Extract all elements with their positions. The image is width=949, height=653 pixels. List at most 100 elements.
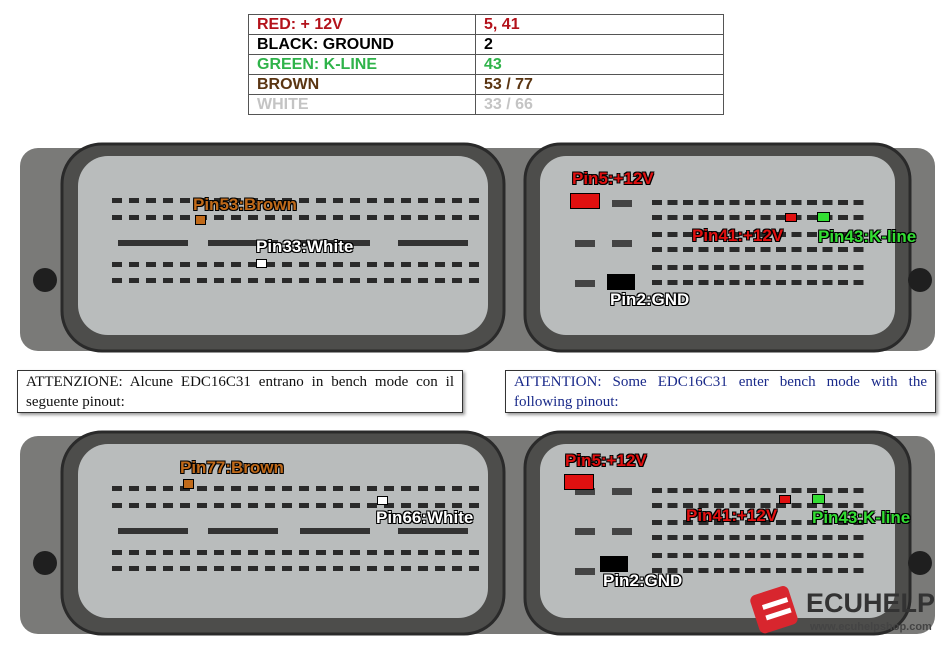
pin [652, 535, 662, 540]
pin [469, 278, 479, 283]
power-pin [398, 240, 468, 246]
pin [384, 486, 394, 491]
pin [760, 503, 771, 508]
power-pin [575, 280, 595, 287]
pin [214, 262, 224, 267]
pin [435, 215, 445, 220]
legend-pins: 5, 41 [475, 14, 724, 35]
pin [197, 198, 207, 203]
pin [316, 503, 326, 508]
pin [163, 278, 173, 283]
pin [776, 503, 786, 508]
pin [822, 503, 833, 508]
pin43-label: Pin43:K-line [818, 227, 917, 246]
pin [401, 278, 411, 283]
pin [838, 568, 848, 573]
pin [853, 535, 864, 540]
pin [452, 503, 462, 508]
pin [714, 488, 724, 493]
pin [776, 520, 786, 525]
pin [776, 232, 786, 237]
pin2-label: Pin2:GND [603, 571, 683, 590]
pin [714, 200, 724, 205]
pin [180, 262, 190, 267]
pin [282, 486, 292, 491]
pin [265, 566, 275, 571]
pin [435, 550, 445, 555]
pin [299, 278, 309, 283]
pin [729, 488, 740, 493]
pin [469, 566, 479, 571]
pin [714, 503, 724, 508]
pin [469, 503, 479, 508]
pin [214, 278, 224, 283]
pin [683, 553, 693, 558]
power-pin [575, 240, 595, 247]
pin [146, 566, 156, 571]
pin [652, 265, 662, 270]
pin [299, 215, 309, 220]
pin [683, 215, 693, 220]
pin [745, 503, 755, 508]
pin [248, 215, 258, 220]
pin [683, 535, 693, 540]
pin [683, 488, 693, 493]
pin33-label: Pin33:White [256, 237, 354, 256]
ecu-connector-top [20, 142, 935, 353]
pin [853, 232, 864, 237]
pin [163, 566, 173, 571]
pin [231, 486, 241, 491]
pin [791, 535, 802, 540]
pin [282, 550, 292, 555]
pin [367, 566, 377, 571]
legend-pins: 33 / 66 [475, 94, 724, 115]
pin [180, 278, 190, 283]
pin [853, 200, 864, 205]
pin [760, 520, 771, 525]
pin [853, 265, 864, 270]
pin [316, 215, 326, 220]
pin41-label: Pin41:+12V [692, 226, 784, 245]
pin [791, 247, 802, 252]
legend-label: WHITE [248, 94, 476, 115]
pin [316, 486, 326, 491]
pin [807, 488, 817, 493]
pin [163, 486, 173, 491]
pin [418, 486, 428, 491]
pin [807, 568, 817, 573]
pin [129, 262, 139, 267]
pin [282, 278, 292, 283]
legend-label: RED: + 12V [248, 14, 476, 35]
pin [469, 262, 479, 267]
pin41-label: Pin41:+12V [686, 506, 778, 525]
pin [299, 566, 309, 571]
pin [729, 520, 740, 525]
pin [822, 200, 833, 205]
pin [760, 280, 771, 285]
pin [452, 550, 462, 555]
pin [299, 550, 309, 555]
pin [231, 566, 241, 571]
pin [418, 503, 428, 508]
pin [745, 200, 755, 205]
pin [299, 486, 309, 491]
pin [129, 198, 139, 203]
pin [146, 486, 156, 491]
pin [367, 262, 377, 267]
pin2-black-marker [600, 556, 628, 572]
pin [146, 278, 156, 283]
pin [265, 486, 275, 491]
pin43-label: Pin43:K-line [812, 508, 911, 527]
pin [729, 503, 740, 508]
pin [163, 198, 173, 203]
pin [282, 198, 292, 203]
pin [316, 198, 326, 203]
pin [197, 550, 207, 555]
legend-label: BROWN [248, 74, 476, 95]
pin [760, 215, 771, 220]
mounting-hole [908, 551, 932, 575]
pin [760, 247, 771, 252]
power-pin [612, 488, 632, 495]
pin [180, 198, 190, 203]
